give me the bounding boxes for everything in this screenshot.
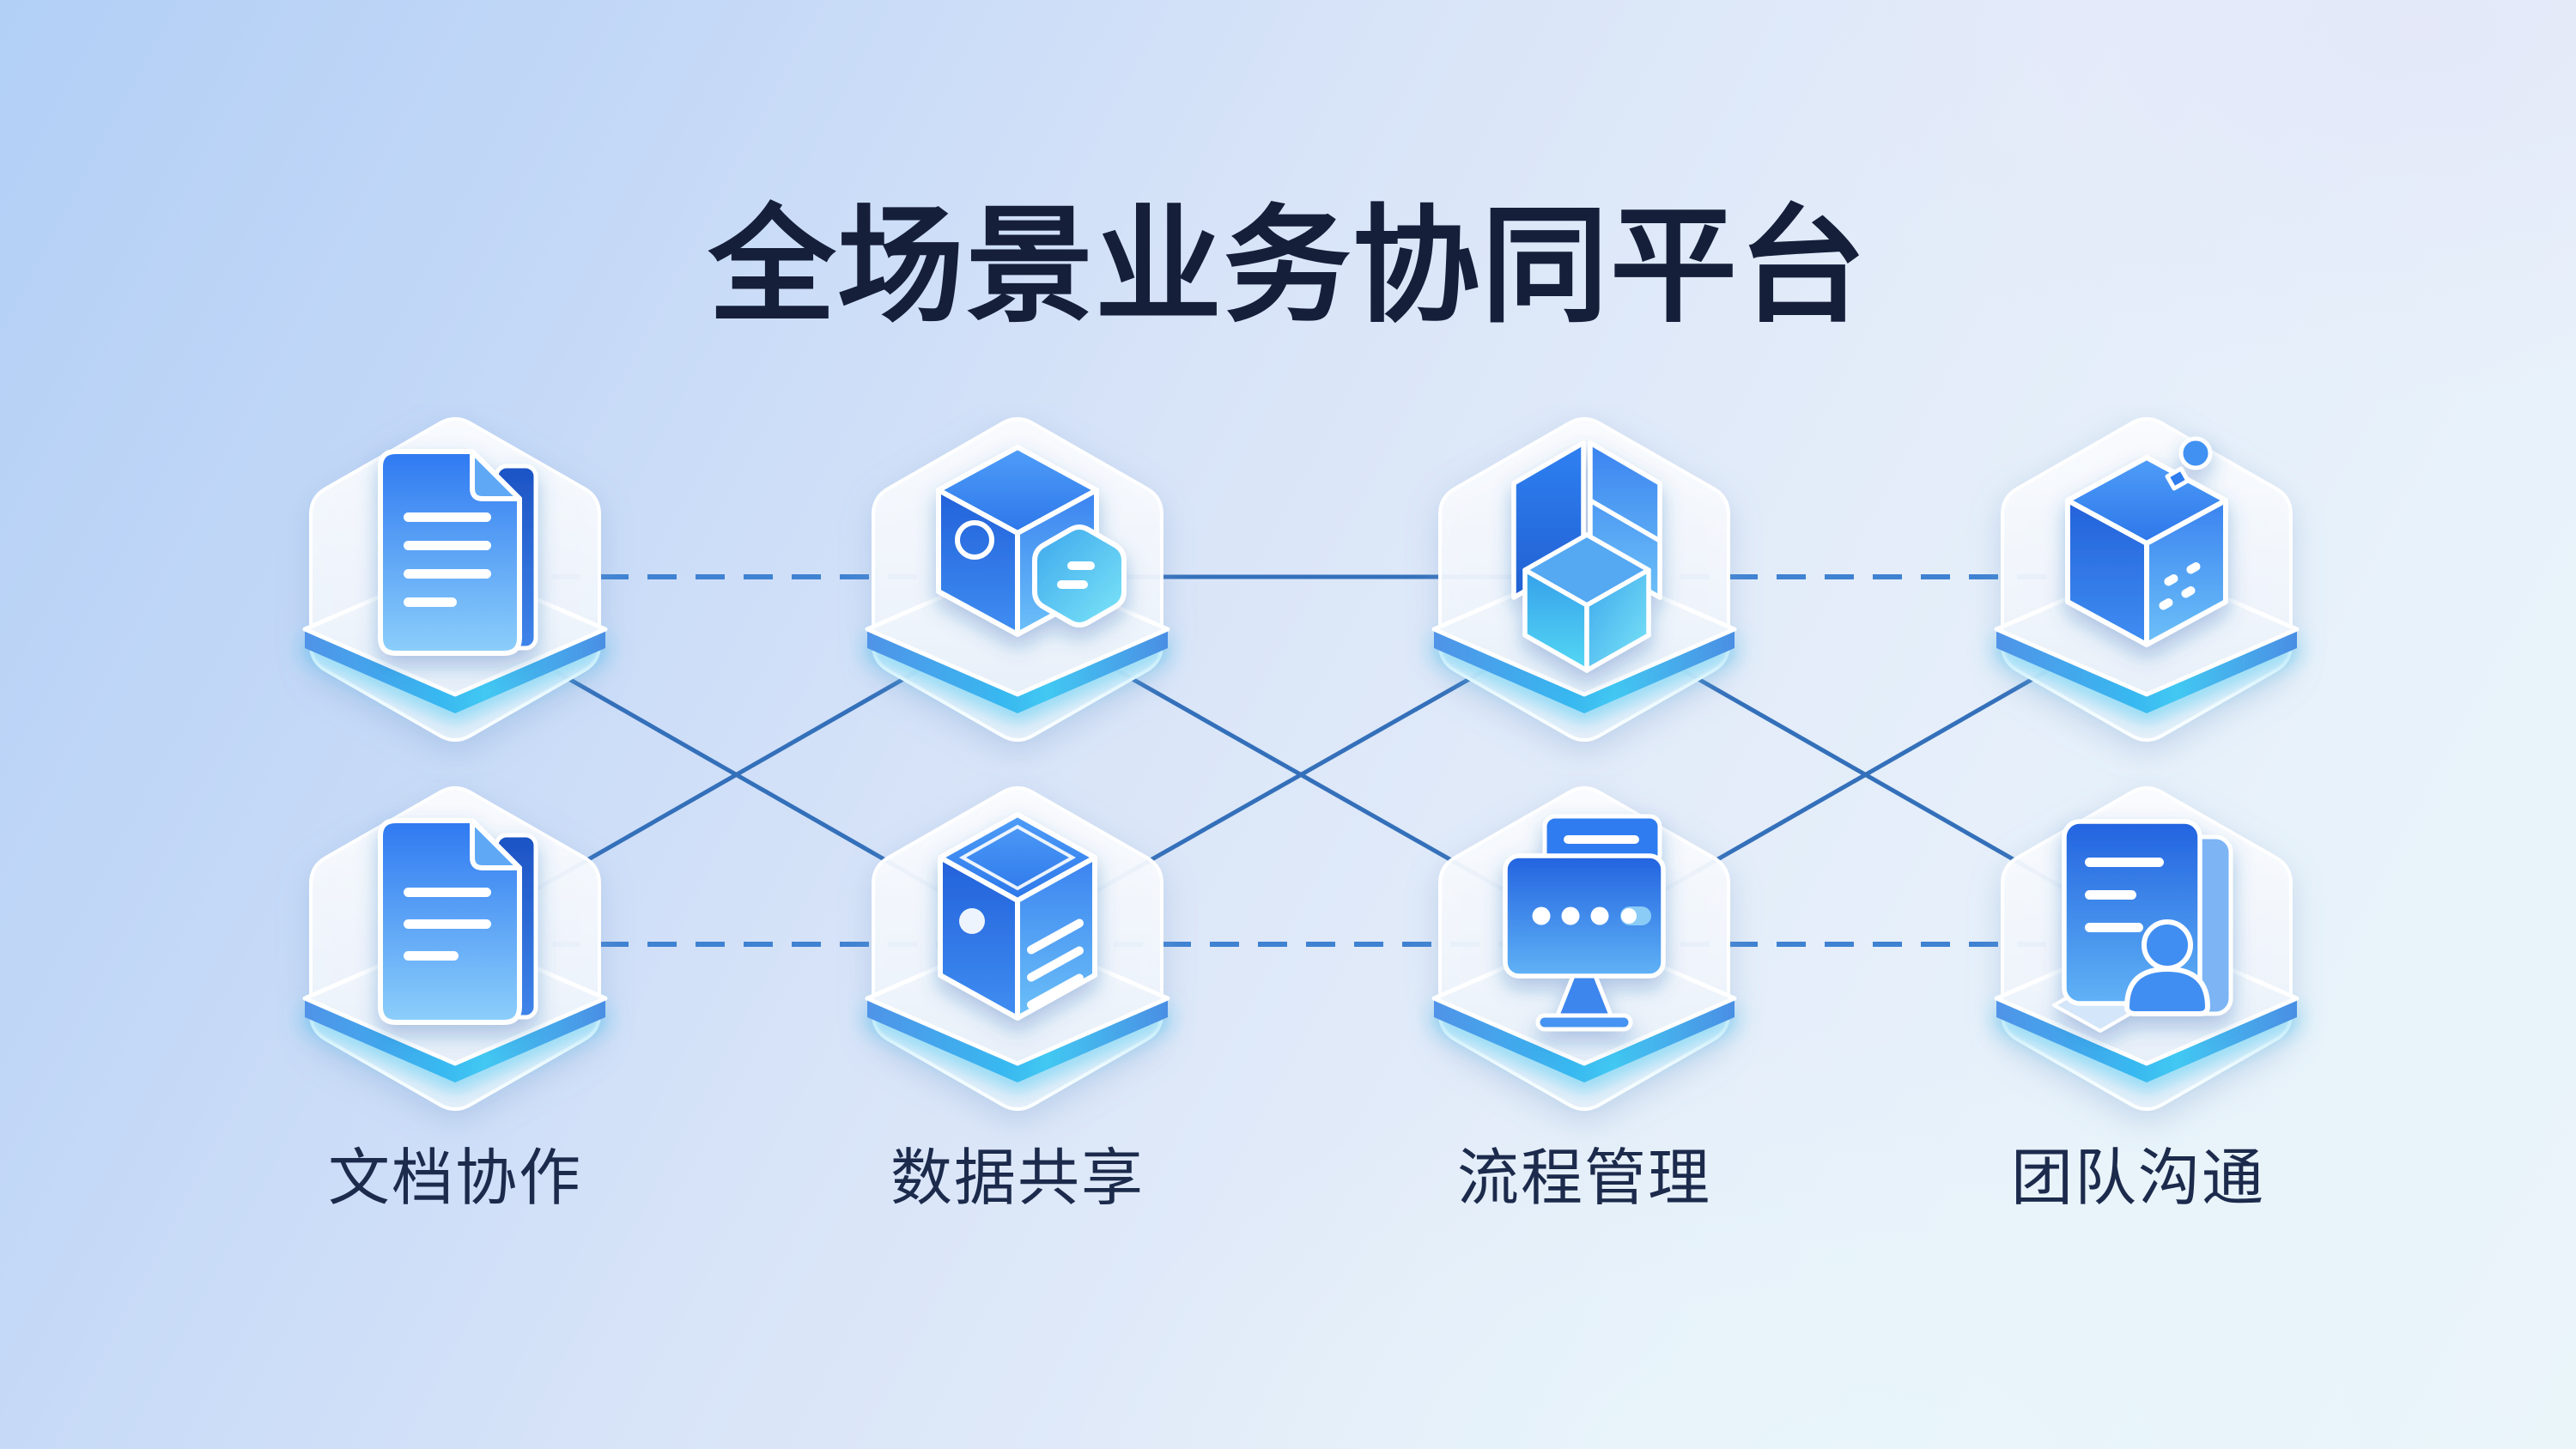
node-doc-collab-top xyxy=(266,404,644,834)
page-title: 全场景业务协同平台 xyxy=(708,196,1868,337)
feature-label-process: 流程管理 xyxy=(1456,1144,1711,1213)
feature-label-team: 团队沟通 xyxy=(2010,1144,2265,1213)
node-process-top xyxy=(1395,404,1773,834)
document-icon xyxy=(380,452,536,653)
node-data-share-top xyxy=(829,404,1206,834)
document-icon xyxy=(380,821,536,1022)
node-team-top xyxy=(1958,404,2336,834)
board-person-icon xyxy=(2054,822,2231,1031)
feature-label-data-share: 数据共享 xyxy=(890,1144,1145,1213)
feature-label-doc-collab: 文档协作 xyxy=(327,1144,582,1213)
cube-document-icon xyxy=(940,815,1095,1018)
